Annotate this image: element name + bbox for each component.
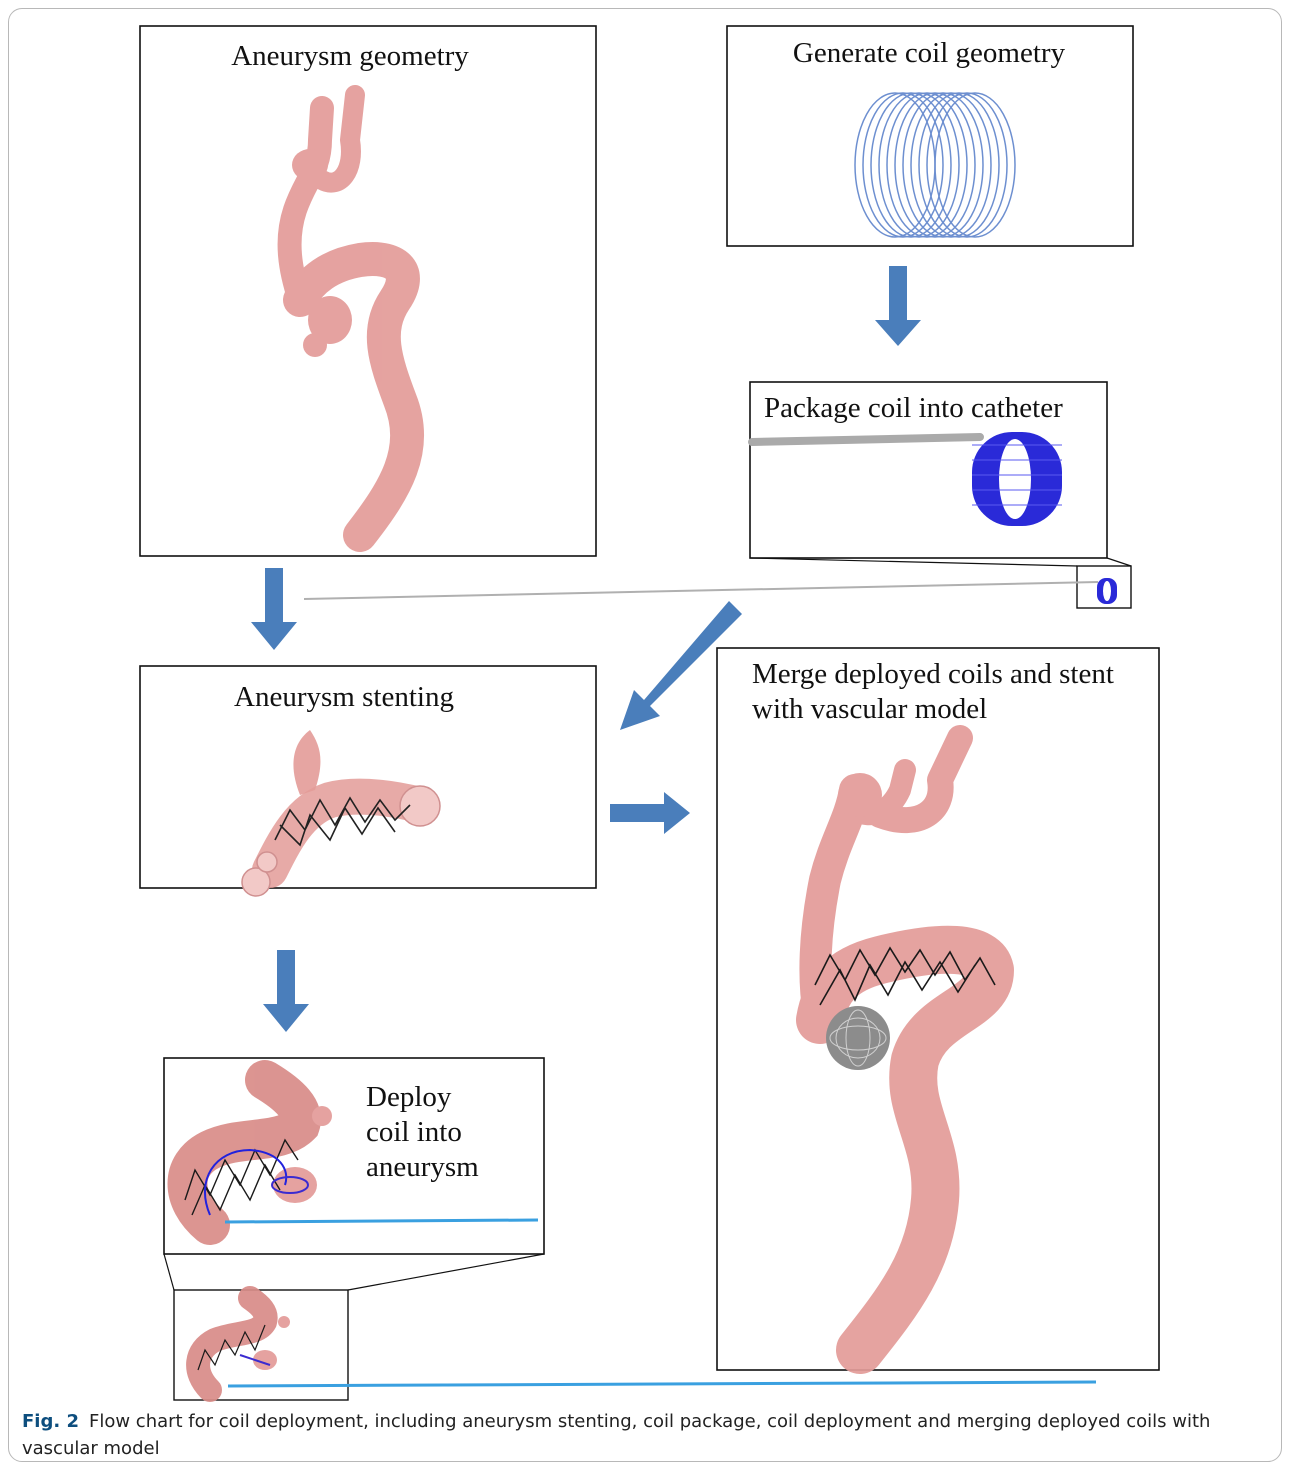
panel-merge: Merge deployed coils and stent with vasc…	[717, 648, 1159, 1370]
panel-title-deploy-line3: aneurysm	[366, 1151, 479, 1183]
caption-text: Flow chart for coil deployment, includin…	[22, 1411, 1210, 1459]
panel-aneurysm-geometry: Aneurysm geometry	[140, 26, 596, 556]
merged-coil-ball	[826, 1006, 890, 1070]
panel-aneurysm-stenting: Aneurysm stenting	[140, 666, 596, 896]
panel-title-aneurysm-geometry: Aneurysm geometry	[231, 40, 469, 72]
panel-deploy: Deploy coil into aneurysm	[164, 1058, 544, 1254]
zoom-callout-package	[304, 558, 1131, 608]
caption-label: Fig. 2	[22, 1411, 79, 1432]
arrow-geometry-to-stenting	[251, 568, 297, 650]
panel-generate-coil: Generate coil geometry	[727, 26, 1133, 246]
arrow-stenting-to-merge	[610, 792, 690, 834]
deploy-catheter-illustration	[225, 1220, 538, 1222]
panel-title-package-coil: Package coil into catheter	[764, 392, 1063, 424]
arrow-generate-to-package	[875, 266, 921, 346]
catheter-illustration	[752, 437, 980, 442]
panel-title-generate-coil: Generate coil geometry	[793, 37, 1066, 69]
arrow-stenting-to-deploy	[263, 950, 309, 1032]
panel-title-deploy-line2: coil into	[366, 1116, 462, 1148]
panel-title-merge-line2: with vascular model	[752, 693, 987, 725]
panel-title-aneurysm-stenting: Aneurysm stenting	[234, 681, 454, 713]
packaged-coil-illustration	[972, 432, 1062, 526]
panel-title-deploy-line1: Deploy	[366, 1081, 452, 1113]
panel-title-merge-line1: Merge deployed coils and stent	[752, 658, 1114, 690]
panel-package-coil: Package coil into catheter	[750, 382, 1107, 558]
